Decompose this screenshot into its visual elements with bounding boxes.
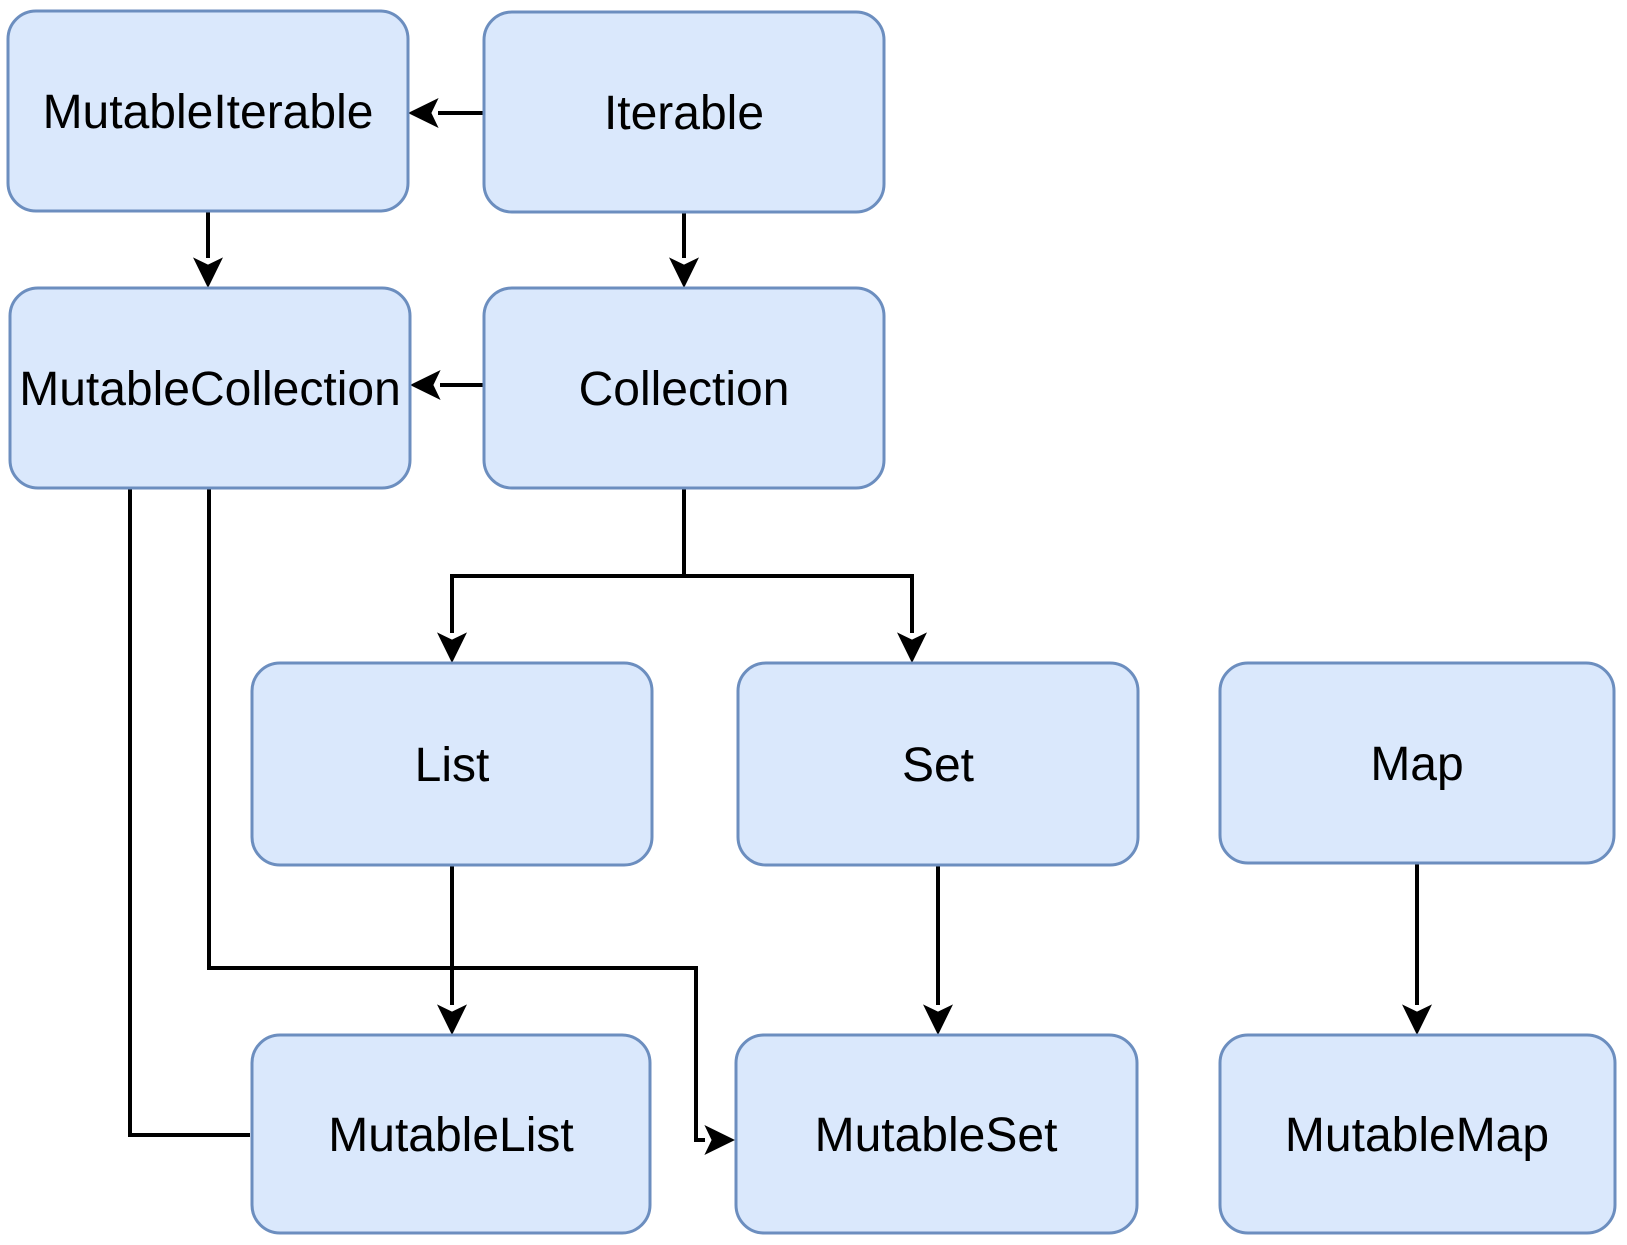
- node-mutable-collection-box: [8, 286, 412, 490]
- node-set-label: Set: [902, 739, 974, 792]
- node-list-box: [250, 661, 654, 867]
- node-map-label: Map: [1370, 738, 1463, 791]
- node-iterable: Iterable: [482, 10, 886, 214]
- node-map-box: [1218, 661, 1616, 865]
- node-collection: Collection: [482, 286, 886, 490]
- node-mutable-list: MutableList: [250, 1033, 652, 1235]
- node-mutable-set-box: [734, 1033, 1139, 1235]
- node-mutable-list-label: MutableList: [328, 1109, 573, 1162]
- edge-mutable-collection-to-mutable-list: [128, 488, 250, 1137]
- node-mutable-map: MutableMap: [1218, 1033, 1617, 1235]
- node-mutable-map-label: MutableMap: [1285, 1109, 1549, 1162]
- node-set-box: [736, 661, 1140, 867]
- node-iterable-box: [482, 10, 886, 214]
- node-mutable-map-box: [1218, 1033, 1617, 1235]
- edge-layer: [128, 98, 1432, 1155]
- edge-mutable-collection-to-mutable-set: [207, 488, 735, 1155]
- node-collection-box: [482, 286, 886, 490]
- node-iterable-label: Iterable: [604, 87, 764, 140]
- node-map: Map: [1218, 661, 1616, 865]
- node-mutable-set: MutableSet: [734, 1033, 1139, 1235]
- node-mutable-list-box: [250, 1033, 652, 1235]
- node-mutable-collection-label: MutableCollection: [19, 363, 401, 416]
- node-mutable-iterable: MutableIterable: [6, 9, 410, 213]
- node-mutable-iterable-label: MutableIterable: [43, 86, 374, 139]
- node-list-label: List: [415, 739, 490, 792]
- node-set: Set: [736, 661, 1140, 867]
- node-mutable-collection: MutableCollection: [8, 286, 412, 490]
- edge-collection-to-list: [437, 488, 686, 663]
- node-layer: MutableIterable Iterable MutableCollecti…: [6, 9, 1617, 1235]
- edge-collection-to-set: [684, 574, 927, 663]
- node-mutable-iterable-box: [6, 9, 410, 213]
- node-mutable-set-label: MutableSet: [815, 1109, 1058, 1162]
- node-collection-label: Collection: [579, 363, 790, 416]
- node-list: List: [250, 661, 654, 867]
